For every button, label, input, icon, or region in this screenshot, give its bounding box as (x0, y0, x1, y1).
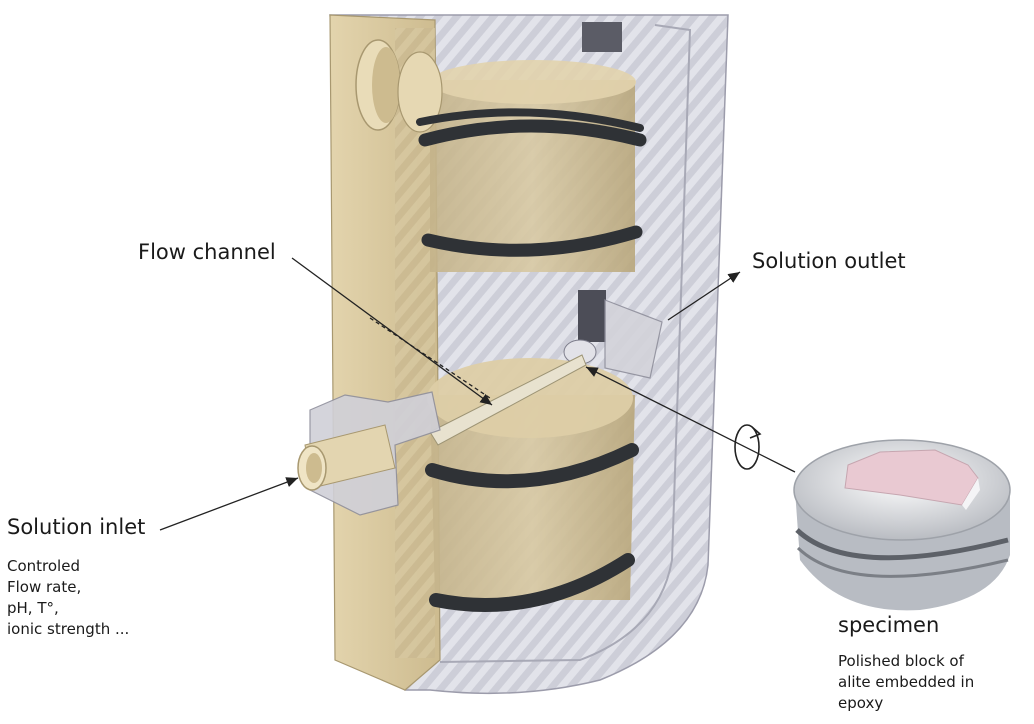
specimen-block (794, 440, 1010, 610)
inlet-detail-line: pH, T°, (7, 598, 129, 619)
flow-channel-label: Flow channel (138, 240, 276, 264)
inlet-detail-line: Flow rate, (7, 577, 129, 598)
specimen-detail-line: Polished block of (838, 651, 974, 672)
inlet-detail-line: ionic strength ... (7, 619, 129, 640)
solution-outlet-label: Solution outlet (752, 249, 906, 273)
specimen-detail-line: alite embedded in (838, 672, 974, 693)
rotation-icon (735, 425, 759, 469)
specimen-label: specimen (838, 613, 939, 637)
top-vent (582, 22, 622, 52)
specimen-detail-line: epoxy (838, 693, 974, 714)
solution-inlet-label: Solution inlet (7, 515, 145, 539)
outlet-tube (578, 290, 606, 342)
specimen-details: Polished block of alite embedded in epox… (838, 651, 974, 714)
inlet-detail-line: Controled (7, 556, 129, 577)
inlet-arrow (160, 478, 298, 530)
inlet-details: Controled Flow rate, pH, T°, ionic stren… (7, 556, 129, 640)
